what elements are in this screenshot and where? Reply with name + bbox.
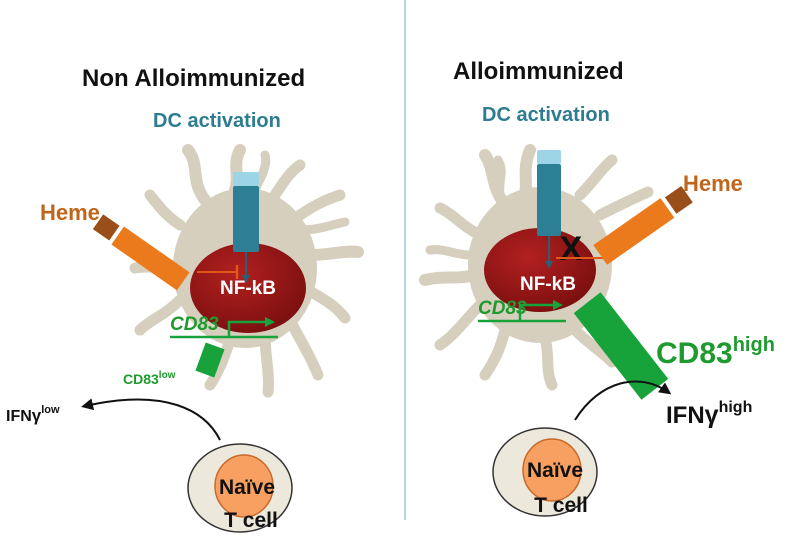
right-block-mark: X [560, 230, 583, 268]
right-gene-label: CD83 [478, 298, 527, 319]
right-heme-label: Heme [683, 171, 743, 196]
dendrite [284, 314, 324, 381]
right-cd83-marker [573, 292, 669, 400]
dendrite [594, 186, 654, 221]
left-cd83-text: CD83 [123, 371, 159, 387]
dendrite [569, 324, 618, 368]
dendrite [419, 269, 481, 286]
panel-left: Non Alloimmunized DC activation NF-kB [6, 65, 364, 533]
right-heme-molecule [593, 185, 693, 265]
left-heme-label: Heme [40, 200, 100, 225]
left-promoter-arrow [227, 317, 275, 336]
dendrite [134, 294, 186, 336]
left-heme-molecule [92, 214, 190, 291]
left-tcell-nucleus [214, 454, 274, 518]
dendrite [144, 189, 186, 231]
right-nucleus [484, 228, 596, 312]
dendrite [269, 159, 306, 201]
left-ifn-gamma: γ [32, 406, 42, 425]
dendrite [302, 284, 351, 324]
right-nfkb-label: NF-kB [520, 274, 576, 295]
left-cd83-marker [195, 342, 225, 378]
right-cd83-sup: high [733, 334, 775, 356]
left-nfkb-label: NF-kB [220, 278, 276, 299]
left-nucleus [190, 243, 306, 333]
dendrite [304, 245, 364, 261]
left-title: Non Alloimmunized [82, 65, 305, 92]
right-receptor [537, 164, 561, 236]
right-cd83-high-label: CD83high [656, 334, 775, 370]
right-receptor-cap [537, 150, 561, 164]
right-ifn-gamma: γ [705, 401, 719, 429]
left-ifn-label: IFNγlow [6, 404, 60, 425]
left-tcell-line1: Naïve [219, 476, 275, 499]
left-subtitle: DC activation [153, 110, 281, 132]
dendrite [539, 332, 558, 391]
right-cd83-text: CD83 [656, 337, 733, 370]
dendrite [434, 202, 486, 241]
right-promoter-arrow [518, 300, 563, 320]
left-tcell-line2: T cell [224, 509, 278, 532]
right-tcell-nucleus [522, 438, 582, 502]
right-ifn-label: IFNγhigh [666, 399, 752, 429]
left-receptor-cap [233, 172, 259, 186]
dendrite [294, 189, 346, 221]
right-tcell-line1: Naïve [527, 459, 583, 482]
dendrite [182, 144, 211, 206]
left-cd83-low-label: CD83low [123, 370, 176, 387]
left-cd83-sup: low [159, 370, 176, 381]
left-ifn-arrow [81, 398, 221, 441]
dendrite [434, 299, 486, 351]
left-ifn-text: IFN [6, 408, 32, 425]
left-gene-label: CD83 [170, 314, 219, 335]
left-receptor [233, 186, 259, 252]
right-tcell-line2: T cell [534, 494, 588, 517]
right-ifn-text: IFN [666, 402, 705, 429]
right-title: Alloimmunized [453, 58, 624, 85]
panel-right: Alloimmunized DC activation NF-kB X [419, 58, 775, 517]
dendrite [574, 154, 618, 201]
dendrite [479, 324, 511, 381]
right-ifn-arrow [574, 380, 672, 421]
left-ifn-sup: low [41, 404, 60, 416]
right-subtitle: DC activation [482, 104, 610, 126]
dendrite [493, 155, 506, 200]
right-ifn-sup: high [719, 399, 753, 416]
dendrite [425, 245, 475, 260]
